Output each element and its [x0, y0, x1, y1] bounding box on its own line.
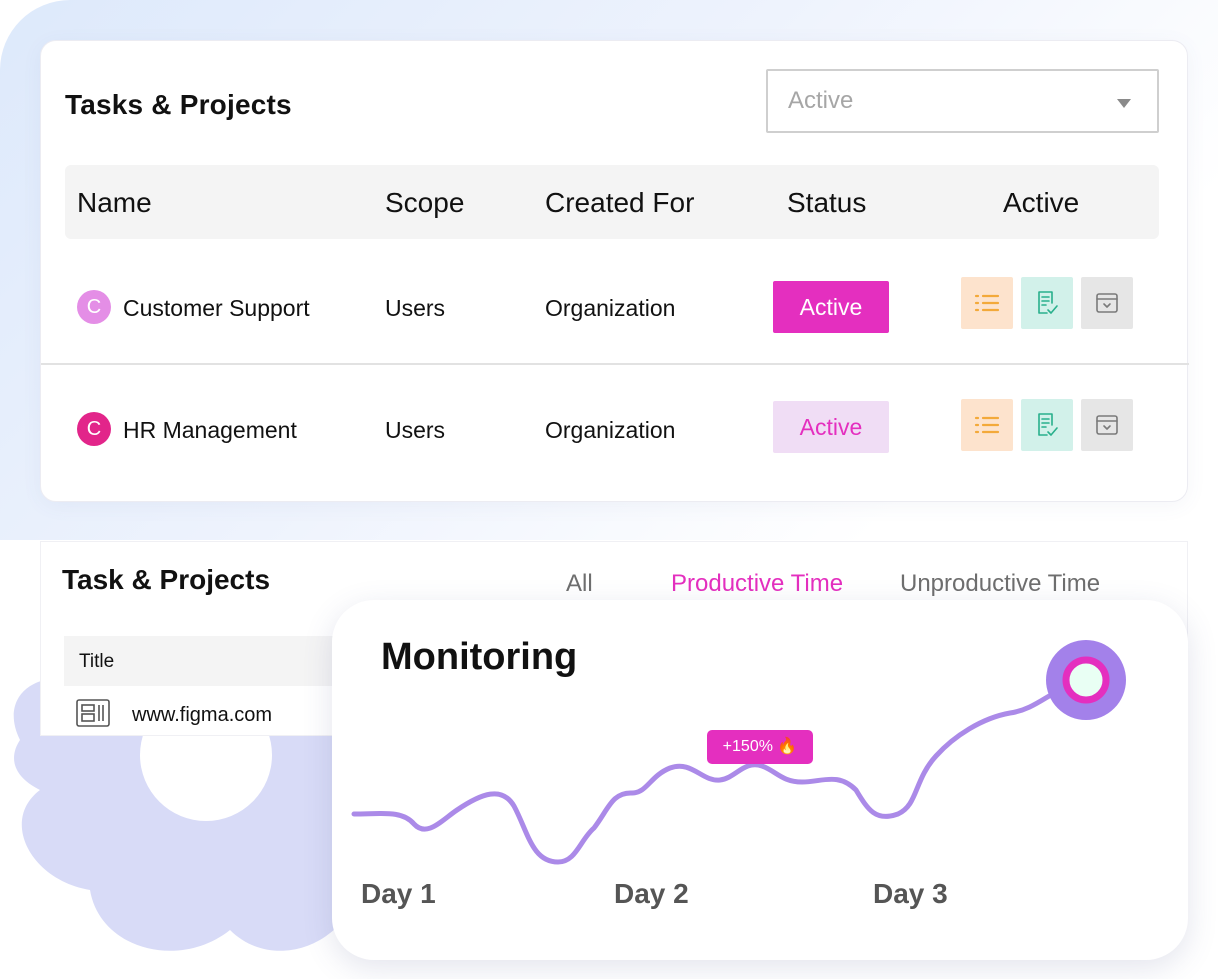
card-title: Task & Projects — [62, 564, 271, 595]
monitoring-title: Monitoring — [381, 636, 578, 678]
status-badge: Active — [773, 281, 889, 333]
row-scope: Users — [385, 417, 446, 443]
row-name: Customer Support — [123, 295, 310, 321]
site-url[interactable]: www.figma.com — [132, 704, 273, 726]
growth-badge: +150% 🔥 — [707, 730, 813, 764]
table-header: Name Scope Created For Status Active — [65, 165, 1159, 239]
column-header-active: Active — [1003, 187, 1080, 218]
trend-line — [351, 685, 1067, 865]
list-icon — [974, 416, 1000, 434]
end-point-marker — [1062, 656, 1110, 704]
row-created-for: Organization — [545, 295, 676, 321]
table-row[interactable]: C Customer Support Users Organization Ac… — [41, 245, 1189, 365]
day-label: Day 2 — [614, 878, 689, 909]
column-header-name: Name — [77, 187, 152, 218]
tab-unproductive-time[interactable]: Unproductive Time — [900, 570, 1101, 597]
row-name: HR Management — [123, 417, 297, 443]
document-button[interactable] — [1021, 277, 1073, 329]
avatar: C — [77, 290, 111, 324]
archive-icon — [1096, 293, 1118, 313]
avatar: C — [77, 412, 111, 446]
status-filter-select[interactable]: Active — [766, 69, 1159, 133]
document-button[interactable] — [1021, 399, 1073, 451]
card-title: Tasks & Projects — [65, 89, 292, 120]
archive-icon — [1096, 415, 1118, 435]
chevron-down-icon — [1117, 99, 1131, 108]
status-filter-value: Active — [788, 87, 854, 114]
row-divider — [41, 363, 1189, 365]
status-badge: Active — [773, 401, 889, 453]
day-label: Day 1 — [361, 878, 436, 909]
row-scope: Users — [385, 295, 446, 321]
table-row[interactable]: C HR Management Users Organization Activ… — [41, 367, 1189, 487]
list-button[interactable] — [961, 399, 1013, 451]
tab-all[interactable]: All — [566, 570, 593, 597]
list-button[interactable] — [961, 277, 1013, 329]
archive-button[interactable] — [1081, 399, 1133, 451]
document-check-icon — [1038, 413, 1058, 436]
archive-button[interactable] — [1081, 277, 1133, 329]
tasks-projects-card: Tasks & Projects Active Name Scope Creat… — [40, 40, 1189, 502]
website-icon — [76, 699, 110, 727]
column-header-created-for: Created For — [545, 187, 695, 218]
column-header-scope: Scope — [385, 187, 465, 218]
day-label: Day 3 — [873, 878, 948, 909]
list-icon — [974, 294, 1000, 312]
row-created-for: Organization — [545, 417, 676, 443]
tab-productive-time[interactable]: Productive Time — [671, 570, 844, 597]
monitoring-line-chart — [351, 640, 1126, 865]
document-check-icon — [1038, 291, 1058, 314]
column-header-status: Status — [787, 187, 867, 218]
monitoring-card: Monitoring +150% 🔥 Day 1 Day 2 Day 3 — [332, 600, 1188, 960]
column-header-title: Title — [79, 651, 115, 672]
